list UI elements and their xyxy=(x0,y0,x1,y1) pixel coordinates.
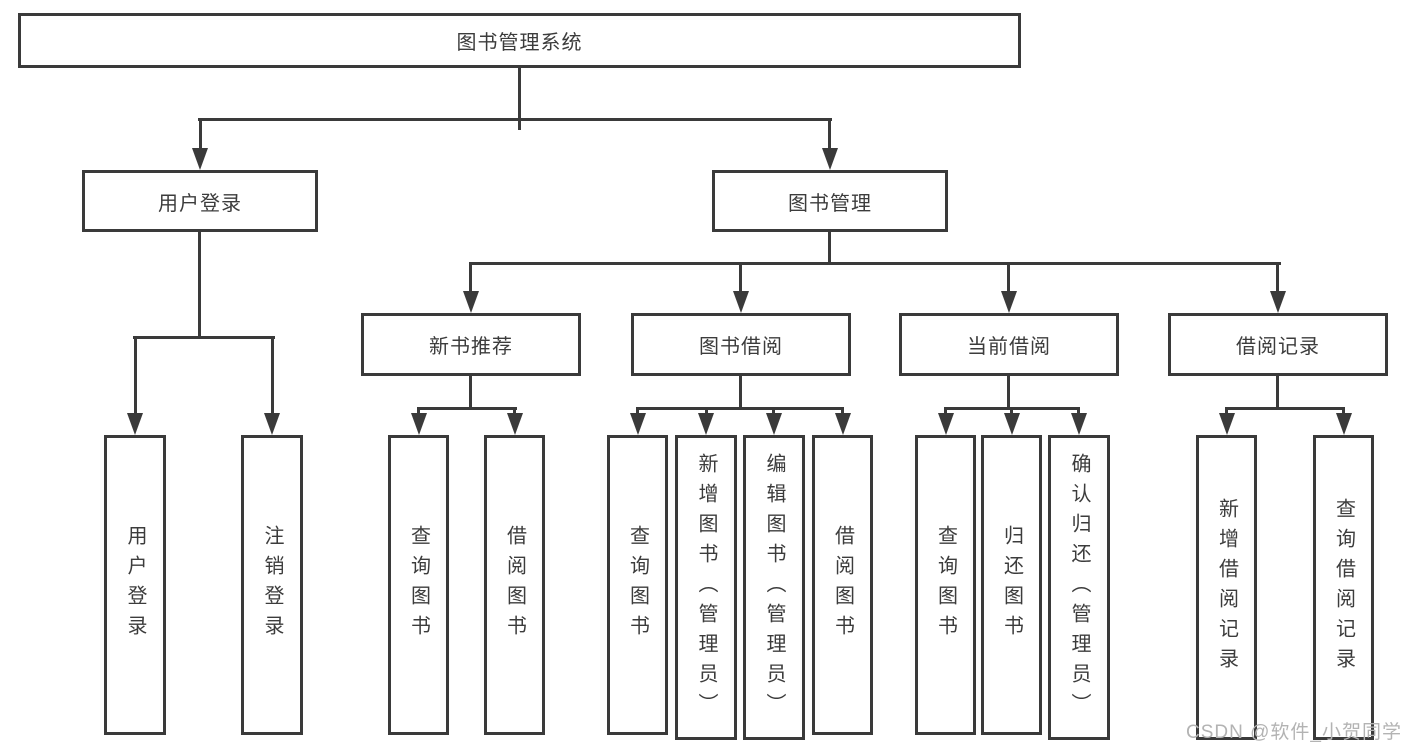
leaf-label: 借阅图书 xyxy=(503,525,526,645)
leaf-label: 查询图书 xyxy=(626,525,649,645)
node-label: 当前借阅 xyxy=(967,336,1051,358)
arrowhead-down xyxy=(127,413,143,435)
connector-drop xyxy=(1010,407,1013,416)
connector-drop xyxy=(772,407,775,416)
arrowhead-down xyxy=(835,413,851,435)
node-current-borrowing: 当前借阅 xyxy=(899,313,1119,376)
arrowhead-down xyxy=(1270,291,1286,313)
leaf-query-books-borrowing: 查询图书 xyxy=(607,435,668,735)
leaf-add-books-admin: 新增图书（管理员） xyxy=(675,435,737,740)
arrowhead-down xyxy=(264,413,280,435)
connector-drop-user-login xyxy=(199,118,202,150)
connector-drop xyxy=(841,407,844,416)
connector-newbook-bar xyxy=(417,407,517,410)
connector-drop-leaf-logout xyxy=(271,336,274,415)
arrowhead-down xyxy=(698,413,714,435)
leaf-return-books: 归还图书 xyxy=(981,435,1042,735)
arrowhead-down xyxy=(733,291,749,313)
node-label: 新书推荐 xyxy=(429,336,513,358)
node-user-login: 用户登录 xyxy=(82,170,318,232)
leaf-label: 注销登录 xyxy=(261,525,283,645)
connector-bookborrow-bar xyxy=(636,407,844,410)
leaf-query-books-recommend: 查询图书 xyxy=(388,435,449,735)
arrowhead-down xyxy=(822,148,838,170)
connector-drop-book-management xyxy=(828,118,831,150)
leaf-add-borrow-record: 新增借阅记录 xyxy=(1196,435,1257,740)
leaf-label: 查询图书 xyxy=(407,525,430,645)
connector-borrowrecords-drop xyxy=(1276,376,1279,410)
connector-drop-borrow-records xyxy=(1276,262,1279,293)
leaf-query-borrow-record: 查询借阅记录 xyxy=(1313,435,1374,740)
connector-drop-leaf-login xyxy=(134,336,137,415)
node-new-book-recommendation: 新书推荐 xyxy=(361,313,581,376)
connector-root-drop xyxy=(518,68,521,130)
connector-drop xyxy=(1077,407,1080,416)
node-label: 图书管理 xyxy=(788,192,872,215)
leaf-query-books-current: 查询图书 xyxy=(915,435,976,735)
connector-root-bar xyxy=(198,118,832,121)
leaf-label: 新增图书（管理员） xyxy=(695,452,717,723)
node-label: 借阅记录 xyxy=(1236,336,1320,358)
arrowhead-down xyxy=(1336,413,1352,435)
arrowhead-down xyxy=(766,413,782,435)
connector-drop-current-borrow xyxy=(1007,262,1010,293)
leaf-user-login: 用户登录 xyxy=(104,435,166,735)
arrowhead-down xyxy=(1071,413,1087,435)
arrowhead-down xyxy=(630,413,646,435)
leaf-label: 确认归还（管理员） xyxy=(1068,452,1090,723)
node-label: 图书借阅 xyxy=(699,336,783,358)
node-label: 图书管理系统 xyxy=(456,32,583,54)
connector-bookmgmt-bar xyxy=(469,262,1281,265)
connector-drop xyxy=(1342,407,1345,416)
connector-drop xyxy=(513,407,516,416)
connector-drop-book-borrow xyxy=(739,262,742,293)
connector-drop xyxy=(417,407,420,416)
leaf-label: 用户登录 xyxy=(124,525,146,645)
leaf-label: 新增借阅记录 xyxy=(1215,497,1238,678)
node-borrowing-records: 借阅记录 xyxy=(1168,313,1388,376)
leaf-logout: 注销登录 xyxy=(241,435,303,735)
arrowhead-down xyxy=(507,413,523,435)
leaf-confirm-return-admin: 确认归还（管理员） xyxy=(1048,435,1110,740)
leaf-borrow-books-recommend: 借阅图书 xyxy=(484,435,545,735)
leaf-label: 查询图书 xyxy=(934,525,957,645)
leaf-label: 查询借阅记录 xyxy=(1332,497,1355,678)
arrowhead-down xyxy=(463,291,479,313)
node-library-management-system: 图书管理系统 xyxy=(18,13,1021,68)
connector-bookborrow-drop xyxy=(739,376,742,410)
leaf-borrow-books-borrowing: 借阅图书 xyxy=(812,435,873,735)
arrowhead-down xyxy=(1001,291,1017,313)
leaf-label: 编辑图书（管理员） xyxy=(763,452,785,723)
connector-drop-new-book xyxy=(469,262,472,293)
connector-borrowrecords-bar xyxy=(1225,407,1345,410)
node-book-borrowing: 图书借阅 xyxy=(631,313,851,376)
watermark: CSDN @软件_小贺同学 xyxy=(1186,722,1402,743)
connector-drop xyxy=(636,407,639,416)
leaf-label: 借阅图书 xyxy=(831,525,854,645)
connector-newbook-drop xyxy=(469,376,472,410)
connector-userlogin-drop xyxy=(198,232,201,339)
connector-drop xyxy=(1225,407,1228,416)
arrowhead-down xyxy=(1004,413,1020,435)
connector-userlogin-bar xyxy=(133,336,275,339)
leaf-label: 归还图书 xyxy=(1000,525,1023,645)
connector-currentborrow-drop xyxy=(1007,376,1010,410)
connector-drop xyxy=(705,407,708,416)
node-book-management: 图书管理 xyxy=(712,170,948,232)
connector-drop xyxy=(944,407,947,416)
arrowhead-down xyxy=(192,148,208,170)
arrowhead-down xyxy=(1219,413,1235,435)
leaf-edit-books-admin: 编辑图书（管理员） xyxy=(743,435,805,740)
node-label: 用户登录 xyxy=(158,192,242,215)
arrowhead-down xyxy=(411,413,427,435)
arrowhead-down xyxy=(938,413,954,435)
connector-bookmgmt-drop xyxy=(828,232,831,265)
